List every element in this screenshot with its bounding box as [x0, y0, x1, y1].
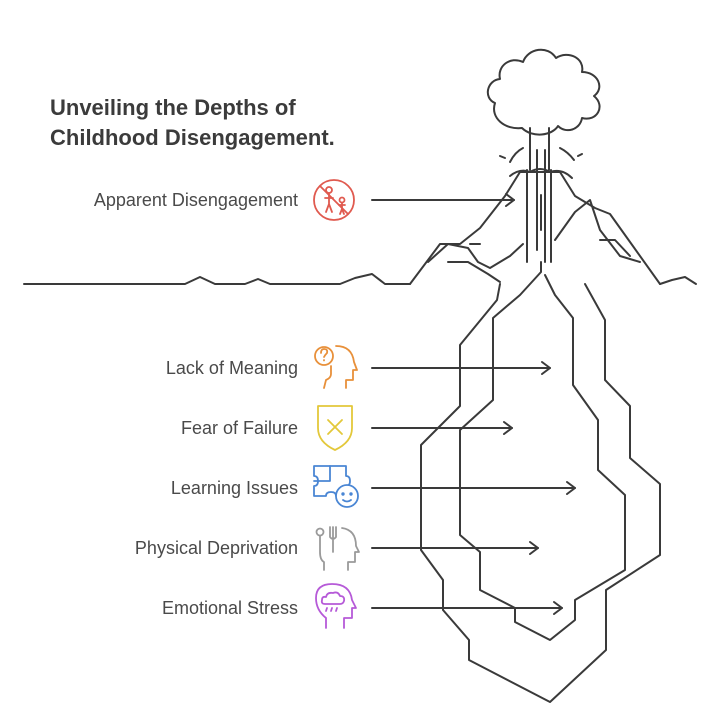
label-emotional-stress: Emotional Stress — [161, 598, 298, 618]
title-line-1: Unveiling the Depths of — [50, 95, 296, 120]
puzzle-face-icon — [313, 465, 359, 508]
label-lack-of-meaning: Lack of Meaning — [165, 358, 298, 378]
mountain-outline — [409, 171, 661, 285]
label-learning-issues: Learning Issues — [170, 478, 298, 498]
arrow-3-head — [503, 421, 513, 435]
arrow-1-head — [505, 193, 515, 207]
mountain-ridge-right — [554, 199, 641, 263]
mountain-ridge-right-2 — [599, 239, 631, 257]
shield-x-icon — [317, 405, 353, 451]
spark-right — [559, 147, 575, 161]
mountain-ridge-left-2 — [447, 261, 501, 283]
arrow-2-head — [541, 361, 551, 375]
arrow-4-head — [566, 481, 576, 495]
spark-left — [509, 147, 524, 163]
label-physical-deprivation: Physical Deprivation — [134, 538, 298, 558]
cloud-head-icon — [315, 583, 357, 629]
label-apparent-disengagement: Apparent Disengagement — [93, 190, 298, 210]
no-children-icon — [313, 179, 355, 221]
label-fear-of-failure: Fear of Failure — [180, 418, 298, 438]
arrow-6-head — [553, 601, 563, 615]
spark-right-2 — [577, 153, 583, 157]
crater-rim — [509, 168, 573, 179]
sea-line-right — [659, 276, 697, 285]
iceberg-inner — [459, 261, 626, 641]
fork-head-icon — [315, 526, 360, 571]
spark-left-2 — [499, 155, 506, 159]
eruption-cloud — [486, 48, 601, 136]
page-title: Unveiling the Depths of Childhood Diseng… — [50, 93, 335, 153]
question-head-icon — [314, 345, 358, 389]
mountain-ridge-left — [427, 243, 524, 269]
sea-line — [23, 273, 411, 285]
arrow-5-head — [529, 541, 539, 555]
title-line-2: Childhood Disengagement. — [50, 125, 335, 150]
iceberg-outer — [420, 283, 661, 703]
